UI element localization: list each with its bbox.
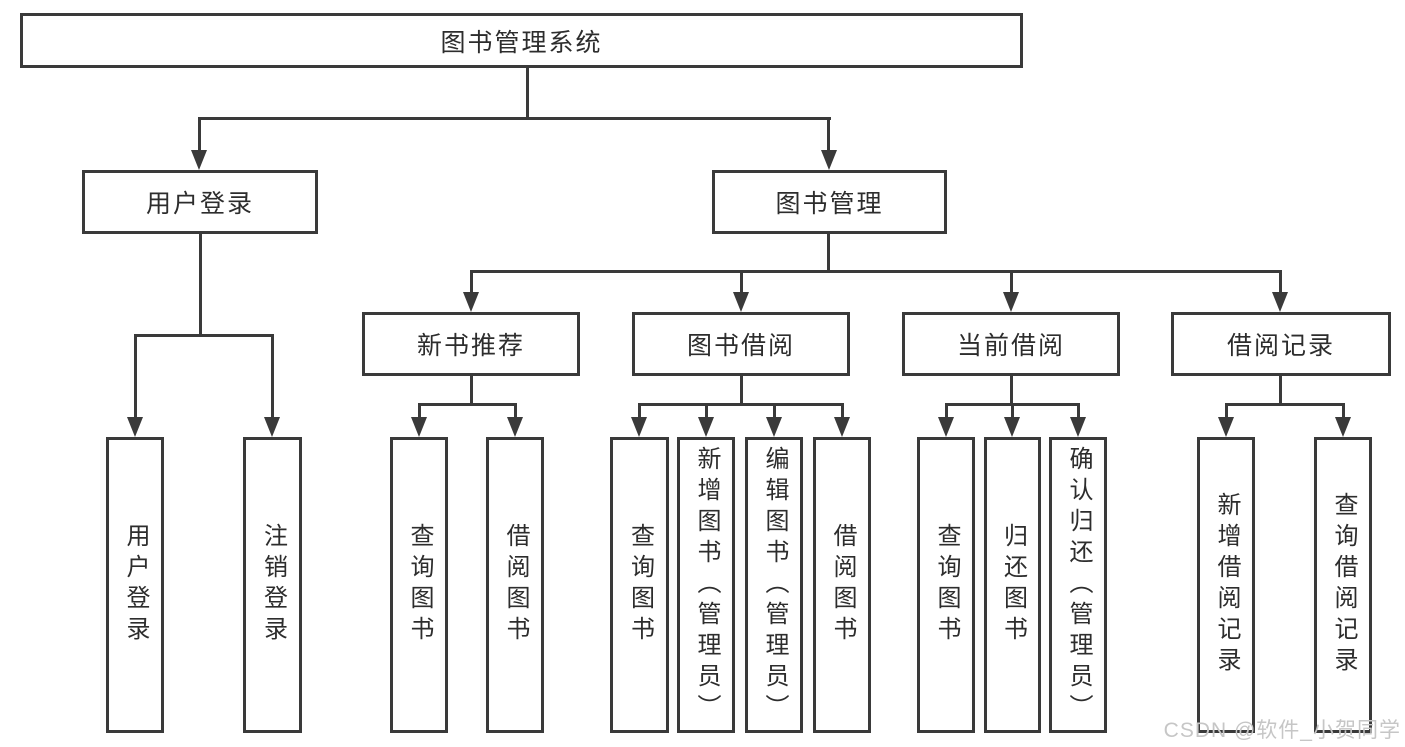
connector-line xyxy=(739,269,743,293)
arrow-down-icon xyxy=(127,417,143,437)
connector-line xyxy=(270,333,274,419)
node-new-book-recommendation: 新书推荐 xyxy=(362,312,580,376)
arrow-down-icon xyxy=(834,417,850,437)
connector-line xyxy=(197,116,201,152)
leaf-recommend-query-books: 查询图书 xyxy=(390,437,448,733)
connector-line xyxy=(197,116,831,120)
connector-line xyxy=(1009,269,1013,293)
connector-line xyxy=(1010,402,1014,419)
connector-line xyxy=(827,116,830,152)
connector-line xyxy=(827,234,830,271)
leaf-logout: 注销登录 xyxy=(243,437,302,733)
arrow-down-icon xyxy=(1335,417,1351,437)
connector-line xyxy=(198,234,202,336)
connector-line xyxy=(1224,402,1228,419)
arrow-down-icon xyxy=(507,417,523,437)
arrow-down-icon xyxy=(411,417,427,437)
csdn-watermark: CSDN @软件_小贺同学 xyxy=(1163,719,1401,742)
leaf-current-confirm-return-admin: 确认归还（管理员） xyxy=(1049,437,1107,733)
leaf-borrowing-add-books-admin: 新增图书（管理员） xyxy=(677,437,735,733)
leaf-borrowing-query-books: 查询图书 xyxy=(610,437,669,733)
connector-line xyxy=(1278,376,1282,405)
connector-line xyxy=(1278,269,1282,293)
node-user-login: 用户登录 xyxy=(82,170,318,234)
connector-line xyxy=(1009,376,1013,405)
connector-line xyxy=(469,269,1282,273)
node-current-borrowing: 当前借阅 xyxy=(902,312,1120,376)
leaf-records-query-borrow-record: 查询借阅记录 xyxy=(1314,437,1372,733)
connector-line xyxy=(637,402,641,419)
node-borrowing-records: 借阅记录 xyxy=(1171,312,1391,376)
connector-line xyxy=(1224,402,1345,406)
arrow-down-icon xyxy=(463,292,479,312)
leaf-borrowing-borrow-books: 借阅图书 xyxy=(813,437,871,733)
arrow-down-icon xyxy=(698,417,714,437)
arrow-down-icon xyxy=(766,417,782,437)
arrow-down-icon xyxy=(1218,417,1234,437)
arrow-down-icon xyxy=(1272,292,1288,312)
connector-line xyxy=(944,402,948,419)
leaf-recommend-borrow-books: 借阅图书 xyxy=(486,437,544,733)
arrow-down-icon xyxy=(938,417,954,437)
connector-line xyxy=(772,402,776,419)
connector-line xyxy=(469,269,473,293)
connector-line xyxy=(840,402,844,419)
connector-line xyxy=(637,402,844,406)
leaf-records-add-borrow-record: 新增借阅记录 xyxy=(1197,437,1255,733)
leaf-current-query-books: 查询图书 xyxy=(917,437,975,733)
connector-line xyxy=(1076,402,1080,419)
connector-line xyxy=(739,376,743,405)
node-book-management: 图书管理 xyxy=(712,170,947,234)
leaf-current-return-books: 归还图书 xyxy=(984,437,1041,733)
connector-line xyxy=(469,376,473,405)
connector-line xyxy=(417,402,421,419)
connector-line xyxy=(417,402,517,406)
arrow-down-icon xyxy=(264,417,280,437)
arrow-down-icon xyxy=(1003,292,1019,312)
connector-line xyxy=(513,402,517,419)
arrow-down-icon xyxy=(733,292,749,312)
connector-line xyxy=(133,333,137,419)
leaf-borrowing-edit-books-admin: 编辑图书（管理员） xyxy=(745,437,803,733)
arrow-down-icon xyxy=(1070,417,1086,437)
arrow-down-icon xyxy=(1004,417,1020,437)
arrow-down-icon xyxy=(191,150,207,170)
connector-line xyxy=(525,68,529,118)
connector-line xyxy=(1341,402,1345,419)
node-library-management-system: 图书管理系统 xyxy=(20,13,1023,68)
node-book-borrowing: 图书借阅 xyxy=(632,312,850,376)
leaf-user-login: 用户登录 xyxy=(106,437,164,733)
connector-line xyxy=(704,402,708,419)
connector-line xyxy=(133,333,274,337)
arrow-down-icon xyxy=(631,417,647,437)
arrow-down-icon xyxy=(820,150,837,170)
